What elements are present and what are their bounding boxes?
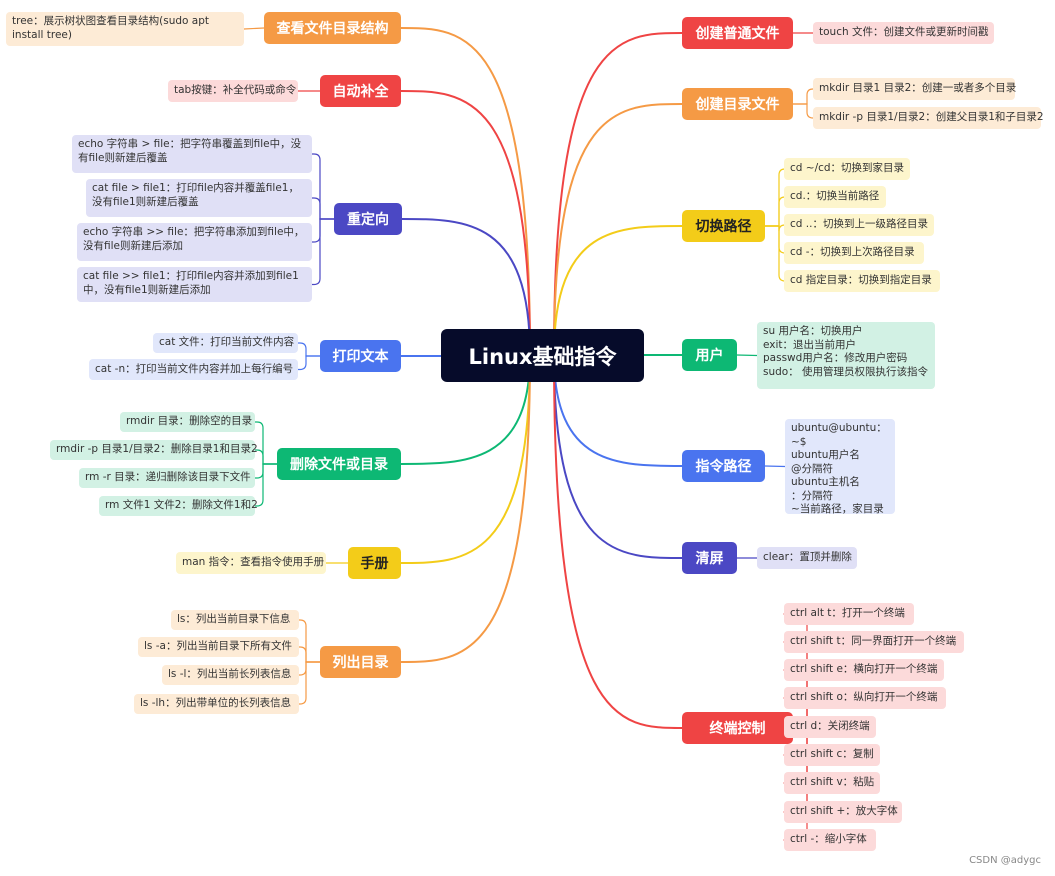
leaf-connector-redirect-3 [311, 218, 335, 286]
mkdir-leaf-1[interactable]: mkdir -p 目录1/目录2：创建父目录1和子目录2 [813, 107, 1044, 129]
branch-list[interactable]: 列出目录 [320, 646, 401, 678]
terminal-leaf-1[interactable]: ctrl shift t：同一界面打开一个终端 [784, 631, 964, 653]
leaf-connector-cd-1 [764, 196, 786, 227]
leaf-connector-redirect-2 [311, 218, 335, 243]
manual-leaf-0[interactable]: man 指令：查看指令使用手册 [176, 552, 326, 574]
terminal-leaf-7[interactable]: ctrl shift +：放大字体 [784, 801, 902, 823]
branch-complete[interactable]: 自动补全 [320, 75, 401, 107]
leaf-connector-remove-0 [254, 421, 278, 465]
connector-touch [553, 32, 683, 356]
leaf-connector-remove-3 [254, 463, 278, 507]
branch-user[interactable]: 用户 [682, 339, 737, 371]
connector-manual [400, 354, 531, 564]
leaf-connector-prompt-0 [764, 465, 786, 468]
leaf-connector-remove-2 [254, 463, 278, 479]
branch-prompt[interactable]: 指令路径 [682, 450, 765, 482]
list-leaf-2[interactable]: ls -l：列出当前长列表信息 [162, 665, 299, 685]
clear-leaf-0[interactable]: clear：置顶并删除 [757, 547, 857, 569]
connector-remove [400, 354, 531, 465]
branch-mkdir[interactable]: 创建目录文件 [682, 88, 793, 120]
connector-complete [400, 90, 531, 356]
redirect-leaf-0[interactable]: echo 字符串 > file：把字符串覆盖到file中，没有file则新建后覆… [72, 135, 312, 173]
leaf-connector-mkdir-0 [792, 88, 814, 105]
branch-print[interactable]: 打印文本 [320, 340, 401, 372]
print-leaf-0[interactable]: cat 文件：打印当前文件内容 [153, 333, 298, 353]
complete-leaf-0[interactable]: tab按键：补全代码或命令 [168, 80, 298, 102]
remove-leaf-1[interactable]: rmdir -p 目录1/目录2：删除目录1和目录2 [50, 440, 258, 460]
redirect-leaf-3[interactable]: cat file >> file1：打印file内容并添加到file1中，没有f… [77, 267, 312, 302]
mkdir-leaf-0[interactable]: mkdir 目录1 目录2：创建一或者多个目录 [813, 78, 1016, 100]
branch-tree[interactable]: 查看文件目录结构 [264, 12, 401, 44]
leaf-connector-list-2 [298, 661, 321, 676]
tree-leaf-0[interactable]: tree：展示树状图查看目录结构(sudo apt install tree) [6, 12, 244, 46]
watermark: CSDN @adygc [969, 855, 1041, 866]
terminal-leaf-3[interactable]: ctrl shift o：纵向打开一个终端 [784, 687, 946, 709]
leaf-connector-print-0 [297, 342, 321, 357]
remove-leaf-2[interactable]: rm -r 目录：递归删除该目录下文件 [79, 468, 255, 488]
branch-remove[interactable]: 删除文件或目录 [277, 448, 401, 480]
list-leaf-0[interactable]: ls：列出当前目录下信息 [171, 610, 299, 630]
terminal-leaf-8[interactable]: ctrl -：缩小字体 [784, 829, 876, 851]
leaf-connector-list-3 [298, 661, 321, 705]
remove-leaf-0[interactable]: rmdir 目录：删除空的目录 [120, 412, 255, 432]
branch-touch[interactable]: 创建普通文件 [682, 17, 793, 49]
terminal-leaf-6[interactable]: ctrl shift v：粘贴 [784, 772, 880, 794]
cd-leaf-0[interactable]: cd ~/cd：切换到家目录 [784, 158, 910, 180]
leaf-connector-redirect-0 [311, 153, 335, 220]
connector-prompt [553, 354, 683, 467]
remove-leaf-3[interactable]: rm 文件1 文件2：删除文件1和2 [99, 496, 258, 516]
terminal-leaf-5[interactable]: ctrl shift c：复制 [784, 744, 880, 766]
branch-manual[interactable]: 手册 [348, 547, 401, 579]
connector-list [400, 354, 531, 663]
connector-clear [553, 354, 683, 559]
terminal-leaf-0[interactable]: ctrl alt t：打开一个终端 [784, 603, 914, 625]
redirect-leaf-1[interactable]: cat file > file1：打印file内容并覆盖file1，没有file… [86, 179, 312, 217]
connector-tree [400, 27, 531, 356]
leaf-connector-remove-1 [254, 449, 278, 465]
root-node[interactable]: Linux基础指令 [441, 329, 644, 382]
branch-cd[interactable]: 切换路径 [682, 210, 765, 242]
cd-leaf-3[interactable]: cd -：切换到上次路径目录 [784, 242, 924, 264]
leaf-connector-cd-4 [764, 225, 786, 282]
prompt-leaf-0[interactable]: ubuntu@ubuntu：~$ ubuntu用户名 @分隔符 ubuntu主机… [785, 419, 895, 515]
leaf-connector-tree-0 [243, 27, 265, 30]
list-leaf-3[interactable]: ls -lh：列出带单位的长列表信息 [134, 694, 299, 714]
branch-clear[interactable]: 清屏 [682, 542, 737, 574]
leaf-connector-mkdir-1 [792, 103, 814, 119]
touch-leaf-0[interactable]: touch 文件：创建文件或更新时间戳 [813, 22, 994, 44]
cd-leaf-2[interactable]: cd ..：切换到上一级路径目录 [784, 214, 934, 236]
branch-terminal[interactable]: 终端控制 [682, 712, 793, 744]
terminal-leaf-4[interactable]: ctrl d：关闭终端 [784, 716, 876, 738]
print-leaf-1[interactable]: cat -n：打印当前文件内容并加上每行编号 [89, 359, 298, 380]
cd-leaf-4[interactable]: cd 指定目录：切换到指定目录 [784, 270, 940, 292]
leaf-connector-list-0 [298, 619, 321, 663]
list-leaf-1[interactable]: ls -a：列出当前目录下所有文件 [138, 637, 299, 657]
leaf-connector-cd-3 [764, 225, 786, 254]
connector-terminal [553, 354, 683, 729]
connector-redirect [401, 218, 531, 356]
user-leaf-0[interactable]: su 用户名：切换用户 exit：退出当前用户 passwd用户名：修改用户密码… [757, 322, 935, 389]
leaf-connector-print-1 [297, 355, 321, 371]
branch-redirect[interactable]: 重定向 [334, 203, 402, 235]
leaf-connector-redirect-1 [311, 197, 335, 220]
redirect-leaf-2[interactable]: echo 字符串 >> file：把字符串添加到file中，没有file则新建后… [77, 223, 312, 261]
cd-leaf-1[interactable]: cd.：切换当前路径 [784, 186, 886, 208]
connector-mkdir [553, 103, 683, 356]
terminal-leaf-2[interactable]: ctrl shift e：横向打开一个终端 [784, 659, 944, 681]
connector-cd [553, 225, 683, 356]
leaf-connector-user-0 [736, 354, 758, 357]
leaf-connector-list-1 [298, 646, 321, 663]
